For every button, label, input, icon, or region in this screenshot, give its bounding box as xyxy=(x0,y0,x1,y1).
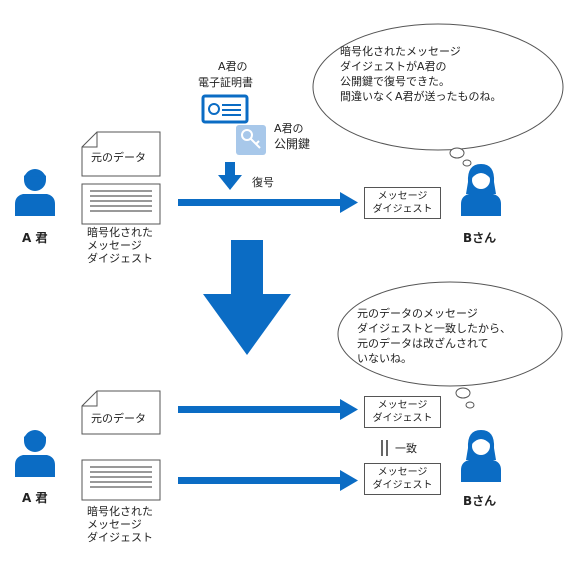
person-b-icon xyxy=(461,430,501,482)
thought-bubble-icon xyxy=(312,23,564,167)
person-a-name: A 君 xyxy=(22,231,48,245)
certificate-icon xyxy=(201,94,249,124)
key-icon xyxy=(236,125,266,155)
key-label-line1: A君の xyxy=(274,122,304,135)
digest-box-line1: メッセージ xyxy=(377,191,428,202)
enc-caption-line3: ダイジェスト xyxy=(87,252,153,265)
person-b-name: Bさん xyxy=(463,494,497,508)
digest-box-line2: ダイジェスト xyxy=(372,480,433,491)
doc-label: 元のデータ xyxy=(91,151,146,164)
enc-caption-line1: 暗号化された xyxy=(87,505,153,518)
bubble-line3: 公開鍵で復号できた。 xyxy=(340,75,450,88)
bubble-line2: ダイジェストがA君の xyxy=(340,60,447,73)
cert-label-line2: 電子証明書 xyxy=(198,76,253,89)
enc-caption-line3: ダイジェスト xyxy=(87,531,153,544)
digest-box-decrypted: メッセージ ダイジェスト xyxy=(364,463,441,495)
equal-sign xyxy=(381,440,388,456)
digest-box-line1: メッセージ xyxy=(377,467,428,478)
doc-label: 元のデータ xyxy=(91,412,146,425)
encrypted-digest-box xyxy=(81,183,161,225)
right-arrow-icon xyxy=(178,192,358,213)
enc-caption-line2: メッセージ xyxy=(87,239,142,252)
cert-label-line1: A君の xyxy=(218,60,248,73)
bubble-line2: ダイジェストと一致したから、 xyxy=(357,322,511,335)
person-b-name: Bさん xyxy=(463,231,497,245)
document-icon xyxy=(81,131,161,177)
key-label-line2: 公開鍵 xyxy=(274,137,311,151)
person-a-name: A 君 xyxy=(22,491,48,505)
digest-box: メッセージ ダイジェスト xyxy=(364,187,441,219)
right-arrow-icon xyxy=(178,470,358,491)
digest-box-line1: メッセージ xyxy=(377,400,428,411)
digest-box-line2: ダイジェスト xyxy=(372,204,433,215)
bubble-line1: 元のデータのメッセージ xyxy=(357,307,478,320)
thought-bubble-text: 元のデータのメッセージ ダイジェストと一致したから、 元のデータは改ざんされて … xyxy=(357,306,511,366)
enc-caption-line1: 暗号化された xyxy=(87,226,153,239)
enc-caption-line2: メッセージ xyxy=(87,518,142,531)
down-arrow-icon xyxy=(218,162,242,190)
digest-box-original: メッセージ ダイジェスト xyxy=(364,396,441,428)
match-label: 一致 xyxy=(395,442,417,455)
person-a-icon xyxy=(15,169,55,216)
digest-box-line2: ダイジェスト xyxy=(372,413,433,424)
thought-bubble-text: 暗号化されたメッセージ ダイジェストがA君の 公開鍵で復号できた。 間違いなくA… xyxy=(340,44,502,104)
right-arrow-icon xyxy=(178,399,358,420)
bubble-line4: 間違いなくA君が送ったものね。 xyxy=(340,90,502,103)
decrypt-label: 復号 xyxy=(252,176,274,189)
person-b-icon xyxy=(461,164,501,216)
document-icon xyxy=(81,390,161,435)
person-a-icon xyxy=(15,430,55,477)
bubble-line1: 暗号化されたメッセージ xyxy=(340,45,461,58)
bubble-line3: 元のデータは改ざんされて xyxy=(357,337,489,350)
encrypted-digest-box xyxy=(81,459,161,501)
thought-bubble-icon xyxy=(337,281,563,409)
bubble-line4: いないね。 xyxy=(357,352,412,365)
big-down-arrow-icon xyxy=(203,240,291,355)
